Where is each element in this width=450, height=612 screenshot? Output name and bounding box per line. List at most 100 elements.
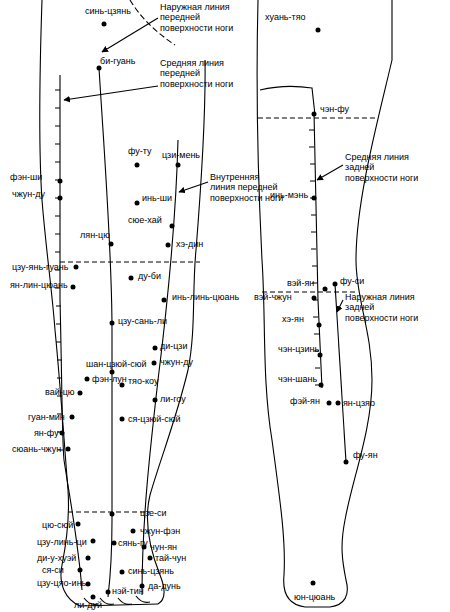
meridian-line xyxy=(335,284,346,462)
acupoint-dot xyxy=(333,282,338,287)
point-name: синь-цзянь xyxy=(85,6,131,16)
acupoint-dot xyxy=(148,556,153,561)
acupoint-dot xyxy=(336,401,341,406)
point-name: сянь-гу xyxy=(118,538,148,548)
point-name: тяо-коу xyxy=(128,376,158,386)
leader-arrow xyxy=(179,182,208,192)
acupoint-dot xyxy=(86,556,91,561)
gluteal-fold-line xyxy=(258,117,375,118)
point-name: цзе-си xyxy=(140,508,167,518)
acupoint-dot xyxy=(166,243,171,248)
point-name: инь-линь-цюань xyxy=(172,292,239,302)
acupoint-dot xyxy=(312,196,317,201)
point-name: вай-цю xyxy=(45,387,75,397)
acupoint-dot xyxy=(323,287,328,292)
acupoint-dot xyxy=(120,570,125,575)
point-name: цзу-цяо-инь xyxy=(37,578,86,588)
point-name: ян-лин-цюань xyxy=(10,280,68,290)
point-name: лян-цю xyxy=(80,230,110,240)
acupoint-dot xyxy=(153,398,158,403)
acupoint-dot xyxy=(110,321,115,326)
acupoint-dot xyxy=(110,370,115,375)
point-name: ли-гоу xyxy=(160,394,186,404)
acupoint-dot xyxy=(129,276,134,281)
acupoint-dot xyxy=(60,431,65,436)
acupoint-dot xyxy=(91,595,96,600)
acupoint-dot xyxy=(66,447,71,452)
leader-arrow xyxy=(102,18,158,52)
knee-line xyxy=(60,261,200,262)
point-name: фу-ту xyxy=(128,146,152,156)
point-name: инь-мэнь xyxy=(270,190,308,200)
line-annotation: Средняя линия передней поверхности ноги xyxy=(160,58,252,89)
acupoint-dot xyxy=(153,346,158,351)
acupoint-dot xyxy=(344,460,349,465)
point-name: чэн-фу xyxy=(320,104,349,114)
point-name: вэй-ян xyxy=(287,278,314,288)
point-name: синь-цзянь xyxy=(128,566,174,576)
acupoint-dot xyxy=(312,112,317,117)
line-annotation: Наружная линия передней поверхности ноги xyxy=(160,2,252,33)
line-annotation: Средняя линия задней поверхности ноги xyxy=(345,152,425,183)
point-name: юн-цюань xyxy=(294,592,335,602)
point-name: сюань-чжун xyxy=(12,444,61,454)
point-name: чжун-ду xyxy=(160,357,193,367)
point-name: вэй-чжун xyxy=(254,292,292,302)
point-name: фу-ян xyxy=(353,450,378,460)
point-name: цзу-линь-ци xyxy=(37,537,87,547)
point-name: цю-сюй xyxy=(42,520,73,530)
meridian-line xyxy=(99,68,112,597)
point-name: цзу-янь-гуань xyxy=(12,262,68,272)
line-annotation: Наружная линия задней поверхности ноги xyxy=(345,292,425,323)
acupoint-dot xyxy=(97,66,102,71)
leader-arrow xyxy=(64,86,158,100)
point-name: цзу-сань-ли xyxy=(118,316,167,326)
point-name: тай-чун xyxy=(155,553,186,563)
point-name: инь-ши xyxy=(142,193,172,203)
acupoint-dot xyxy=(152,361,157,366)
point-name: ди-у-хуэй xyxy=(37,553,76,563)
point-name: хэ-ян xyxy=(282,314,304,324)
acupoint-dot xyxy=(70,415,75,420)
acupoint-dot xyxy=(327,401,332,406)
acupoint-dot xyxy=(312,296,317,301)
point-name: чэн-шань xyxy=(278,374,317,384)
acupoint-dot xyxy=(78,391,83,396)
acupoint-dot xyxy=(71,285,76,290)
acupoint-dot xyxy=(110,512,115,517)
point-name: хэ-дин xyxy=(176,239,203,249)
point-name: ян-цзяо xyxy=(343,398,375,408)
point-name: ду-би xyxy=(138,271,161,281)
acupoint-dot xyxy=(317,323,322,328)
leg-outline xyxy=(147,60,205,604)
leader-arrow xyxy=(317,165,343,180)
point-name: ся-цзюй-сюй xyxy=(128,414,181,424)
point-name: ся-си xyxy=(42,565,64,575)
meridian-line xyxy=(60,75,82,590)
point-name: фэн-ши xyxy=(10,172,42,182)
point-name: сюе-хай xyxy=(128,215,162,225)
point-name: гуан-мин xyxy=(28,412,65,422)
point-name: ян-фу xyxy=(34,428,59,438)
acupoint-dot xyxy=(76,522,81,527)
gluteal-outline xyxy=(260,86,315,115)
point-name: чжун-фэн xyxy=(140,526,180,536)
acupoint-dot xyxy=(311,581,316,586)
acupoint-dot xyxy=(131,529,136,534)
acupoint-dot xyxy=(106,590,111,595)
acupoint-dot xyxy=(135,201,140,206)
acupoint-dot xyxy=(120,417,125,422)
acupoint-dot xyxy=(162,298,167,303)
point-name: ди-цзи xyxy=(160,341,187,351)
point-name: чжун-ду xyxy=(12,189,45,199)
point-name: хуань-тяо xyxy=(265,12,306,22)
point-name: цзи-мень xyxy=(162,150,200,160)
acupoint-dot xyxy=(109,242,114,247)
acupoint-dot xyxy=(319,383,324,388)
point-name: фу-си xyxy=(340,276,364,286)
point-name: ли-дуй xyxy=(74,600,102,610)
point-name: би-гуань xyxy=(100,56,136,66)
point-name: нэй-тин xyxy=(112,586,144,596)
